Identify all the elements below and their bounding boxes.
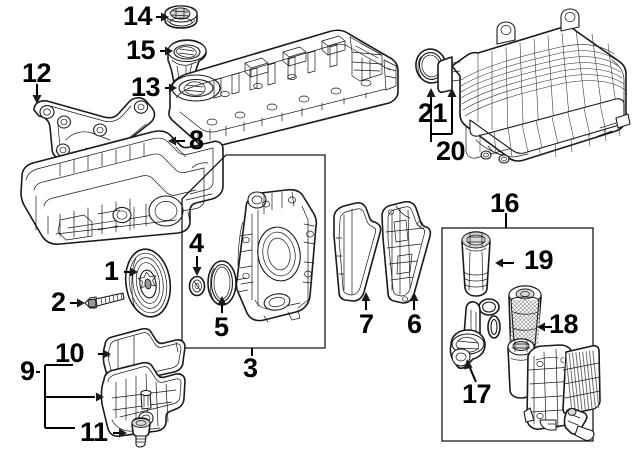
part-7-timing-cover-gasket <box>333 201 382 302</box>
part-2-pulley-bolt <box>84 292 125 309</box>
callout-7: 7 <box>359 309 374 339</box>
callout-16: 16 <box>490 188 520 218</box>
part-3-timing-cover-casting <box>235 188 318 323</box>
part-16-oil-filter-housing-assembly <box>507 338 601 441</box>
callout-6: 6 <box>407 309 422 339</box>
callout-8: 8 <box>189 125 204 155</box>
part-1-crankshaft-pulley <box>124 248 172 318</box>
callout-13: 13 <box>131 72 161 102</box>
callout-5: 5 <box>214 312 229 342</box>
group-box-16-oil-filter <box>441 227 594 442</box>
callout-21: 21 <box>418 98 448 128</box>
part-4-front-seal-small <box>188 275 206 297</box>
callout-14: 14 <box>123 1 153 31</box>
callout-15: 15 <box>126 35 156 65</box>
callout-17: 17 <box>462 379 492 409</box>
part-5-front-seal-oring <box>207 260 237 306</box>
callout-19: 19 <box>524 245 554 275</box>
oil-pressure-sensor <box>563 407 595 441</box>
part-8-upper-oil-pan <box>20 130 224 245</box>
callout-9: 9 <box>20 356 35 386</box>
callout-1: 1 <box>104 256 119 286</box>
part-13-valve-cover <box>168 29 399 148</box>
leader-lines <box>32 12 552 438</box>
part-20-intake-manifold <box>437 8 631 164</box>
callout-20: 20 <box>436 136 466 166</box>
part-14-oil-filler-cap <box>164 5 198 29</box>
callout-4: 4 <box>189 228 204 258</box>
part-11-oil-drain-plug <box>131 417 151 448</box>
part-6-timing-cover-plate <box>381 200 432 304</box>
callout-3: 3 <box>243 353 258 383</box>
callout-10: 10 <box>55 338 85 368</box>
callout-18: 18 <box>549 309 579 339</box>
callout-2: 2 <box>51 287 66 317</box>
group-box-3-timing-cover <box>181 154 326 349</box>
part-19-oil-filter-cap <box>461 231 500 316</box>
part-9-lower-oil-pan <box>100 361 186 437</box>
part-17-oil-cooler-thermostat <box>449 301 486 370</box>
callout-12: 12 <box>22 58 52 88</box>
callout-11: 11 <box>80 417 108 447</box>
